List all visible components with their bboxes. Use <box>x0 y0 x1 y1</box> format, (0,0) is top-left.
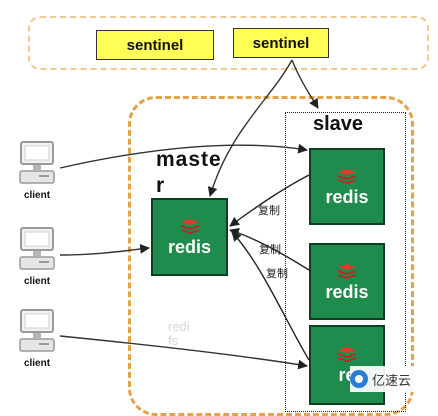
sentinel-group-border <box>28 16 429 70</box>
replication-arrow-3 <box>231 231 310 361</box>
client-label-1: client <box>23 190 51 201</box>
faint-text: redi fs <box>168 319 190 348</box>
master-title-text: maste r <box>156 148 222 197</box>
computer-icon <box>19 309 55 352</box>
slave-title: slave <box>313 113 364 135</box>
redis-logo-icon <box>338 168 356 184</box>
computer-icon <box>19 227 55 270</box>
watermark: 亿速云 <box>350 366 436 392</box>
diagram-canvas: sentinel sentinel maste r slave redis re… <box>12 16 436 416</box>
sentinel-box-1: sentinel <box>96 30 214 60</box>
replication-arrow-1 <box>229 174 310 227</box>
client-1: client <box>12 140 62 201</box>
client3-to-slave-arrow <box>59 335 308 370</box>
master-redis-node: redis <box>151 198 228 276</box>
replication-label-1: 复制 <box>258 204 280 217</box>
redis-logo-icon <box>180 219 199 234</box>
master-title: maste r <box>156 147 228 199</box>
client1-to-slave-arrow <box>59 143 308 169</box>
redis-logo-icon <box>338 263 356 279</box>
connection-lines <box>59 59 319 370</box>
master-redis-label: redis <box>167 237 212 257</box>
sentinel-box-2: sentinel <box>233 28 329 58</box>
redis-logo-icon <box>338 347 356 362</box>
client2-to-master-arrow <box>59 244 150 256</box>
watermark-logo-icon <box>350 370 368 388</box>
client-label-3: client <box>23 358 51 369</box>
replication-label-3: 复制 <box>266 267 288 280</box>
client-3: client <box>12 308 62 369</box>
computer-icon <box>19 141 55 184</box>
sentinel-to-master-arrow <box>207 59 293 197</box>
faint-background-text: redi fs <box>168 320 190 348</box>
replication-label-2: 复制 <box>259 243 281 256</box>
sentinel-to-slave-arrow <box>291 59 319 109</box>
client-label-2: client <box>23 276 51 287</box>
client-2: client <box>12 226 62 287</box>
slave-redis-label-1: redis <box>325 186 369 207</box>
slave-redis-node-2: redis <box>309 243 385 320</box>
slave-redis-node-1: redis <box>309 148 385 225</box>
watermark-text: 亿速云 <box>372 372 412 388</box>
slave-redis-node-3: re <box>309 325 385 405</box>
slave-redis-label-2: redis <box>325 281 369 302</box>
